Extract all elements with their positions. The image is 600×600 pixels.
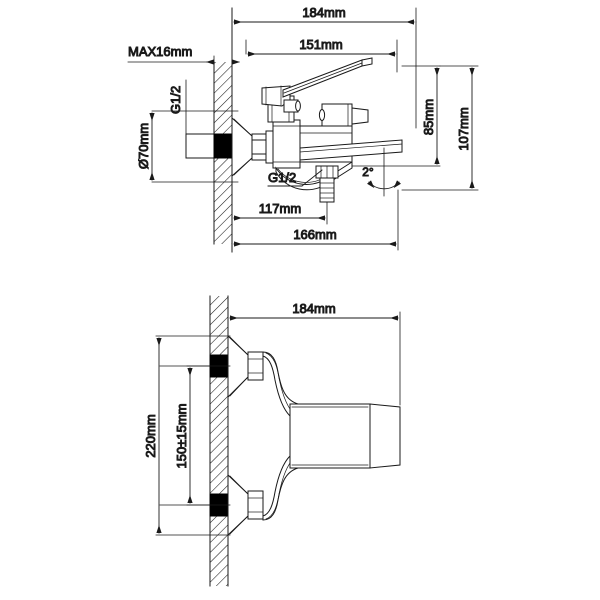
- dim-label-117: 117mm: [259, 201, 301, 216]
- spout-front: [289, 403, 401, 469]
- inlet-pipe-stub: [185, 133, 233, 159]
- dim-label-150-15: 150±15mm: [174, 404, 189, 469]
- dimension-max16: MAX16mm: [128, 44, 241, 71]
- upper-inlet-assembly: [159, 334, 264, 399]
- wall-section-front: [209, 295, 229, 587]
- dimension-150-15: 150±15mm: [174, 365, 231, 506]
- dim-label-151: 151mm: [299, 37, 342, 52]
- dim-label-184-top: 184mm: [302, 5, 345, 20]
- front-elevation-view: 184mm 220mm 150±15mm: [143, 295, 401, 587]
- dimension-184-top: 184mm: [231, 5, 417, 129]
- dimension-angle-2deg: 2°: [362, 147, 401, 197]
- dim-label-g12-upper: G1/2: [168, 86, 183, 114]
- dimension-220: 220mm: [143, 335, 231, 536]
- dimension-g12-upper: G1/2: [168, 79, 187, 135]
- side-elevation-view: 184mm 151mm MAX16mm G1/2: [128, 5, 479, 253]
- dimension-d70: Ø70mm: [136, 110, 239, 183]
- spout: [299, 139, 403, 161]
- dim-label-85: 85mm: [421, 99, 436, 135]
- dimension-151: 151mm: [245, 37, 398, 73]
- dim-label-d70: Ø70mm: [136, 123, 151, 169]
- diverter-knob: [318, 103, 369, 127]
- dimension-g12-lower: G1/2: [268, 169, 323, 187]
- dimension-117: 117mm: [233, 201, 328, 225]
- dimension-85: 85mm: [351, 65, 441, 167]
- wall-section: [213, 7, 233, 253]
- dimension-107: 107mm: [401, 65, 479, 191]
- dim-label-166: 166mm: [293, 227, 336, 242]
- dim-label-220: 220mm: [143, 414, 158, 457]
- dim-label-max16: MAX16mm: [128, 44, 192, 59]
- dimension-166: 166mm: [233, 189, 399, 251]
- dimension-184-bottom: 184mm: [229, 301, 401, 406]
- dim-label-107: 107mm: [456, 107, 471, 150]
- dim-label-184-bottom: 184mm: [292, 301, 335, 316]
- union-hex-nut: [251, 130, 274, 164]
- escutcheon-cone: [231, 116, 253, 178]
- dim-label-angle-2deg: 2°: [362, 165, 374, 179]
- dim-label-g12-lower: G1/2: [268, 170, 296, 185]
- lever-handle: [261, 57, 373, 113]
